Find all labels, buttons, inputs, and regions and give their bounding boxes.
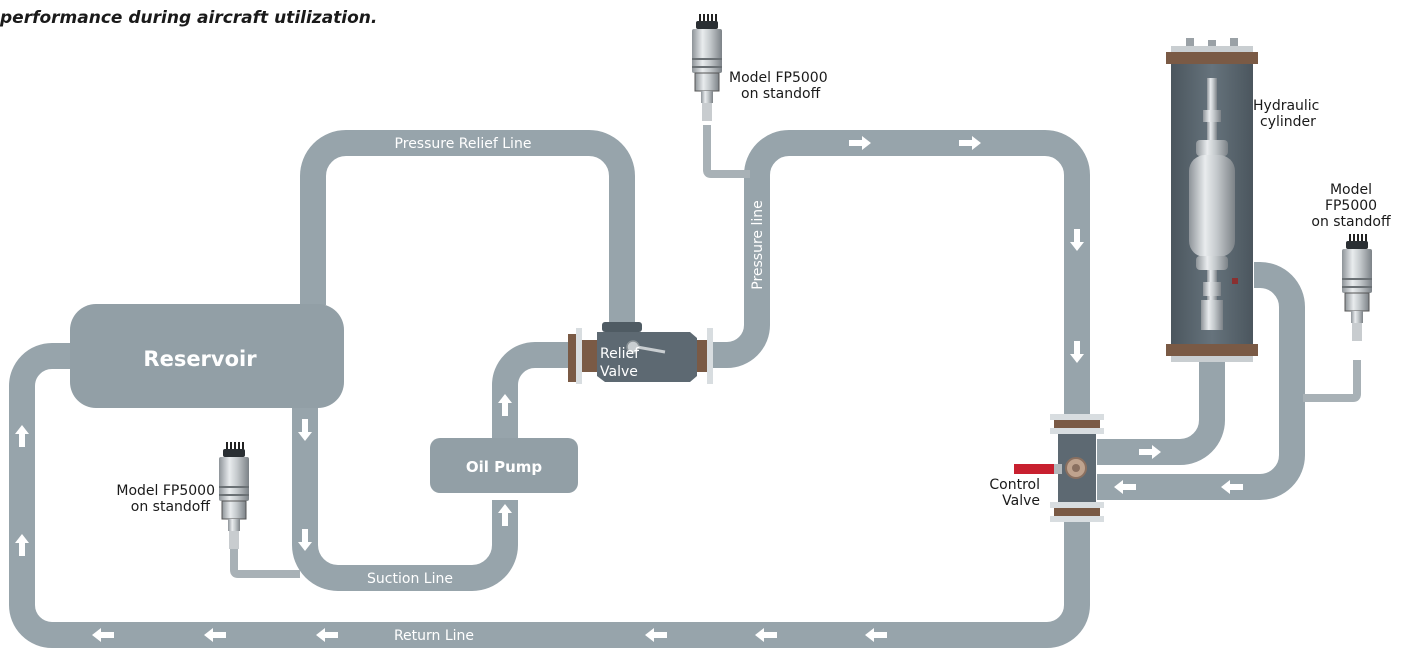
cylinder-return-line — [1097, 262, 1305, 500]
right-sensor-label-line2: FP5000 — [1325, 198, 1377, 214]
top-sensor-label-line2: on standoff — [741, 86, 821, 102]
diagram-caption: performance during aircraft utilization. — [0, 8, 378, 28]
relief-valve: Relief Valve — [568, 322, 713, 384]
control-valve-label-line2: Valve — [1002, 493, 1040, 509]
left-sensor-standoff-pipe — [230, 548, 300, 578]
left-fp5000-sensor — [218, 441, 250, 550]
right-sensor-label-line3: on standoff — [1311, 214, 1391, 230]
reservoir — [70, 304, 344, 408]
return-line-label: Return Line — [394, 628, 474, 644]
cylinder-label-line2: cylinder — [1260, 114, 1316, 130]
pressure-line — [712, 130, 1090, 420]
relief-valve-label-line1: Relief — [600, 346, 640, 362]
pump-outlet-line — [492, 342, 575, 440]
right-fp5000-sensor — [1341, 233, 1373, 342]
relief-valve-label-line2: Valve — [600, 364, 638, 380]
control-valve-handle — [1014, 464, 1056, 474]
cylinder-supply-line — [1097, 355, 1225, 465]
suction-line — [292, 400, 518, 591]
control-valve-label-line1: Control — [989, 477, 1040, 493]
left-sensor-label-line1: Model FP5000 — [116, 483, 215, 499]
pressure-relief-line-label: Pressure Relief Line — [395, 136, 532, 152]
top-fp5000-sensor — [691, 13, 723, 122]
cylinder-label-line1: Hydraulic — [1253, 98, 1319, 114]
control-valve — [1014, 414, 1104, 522]
suction-line-label: Suction Line — [367, 571, 453, 587]
oil-pump — [430, 438, 578, 493]
right-sensor-label-line1: Model — [1330, 182, 1372, 198]
top-sensor-label-line1: Model FP5000 — [729, 70, 828, 86]
hydraulic-cylinder — [1166, 38, 1258, 362]
pressure-relief-line — [300, 130, 635, 330]
right-sensor-standoff-pipe — [1303, 360, 1361, 402]
return-line — [9, 343, 1090, 648]
top-sensor-standoff-pipe — [703, 125, 750, 178]
reservoir-label: Reservoir — [143, 347, 257, 371]
oil-pump-label: Oil Pump — [466, 458, 543, 476]
pressure-line-label: Pressure line — [750, 200, 766, 290]
left-sensor-label-line2: on standoff — [131, 499, 211, 515]
